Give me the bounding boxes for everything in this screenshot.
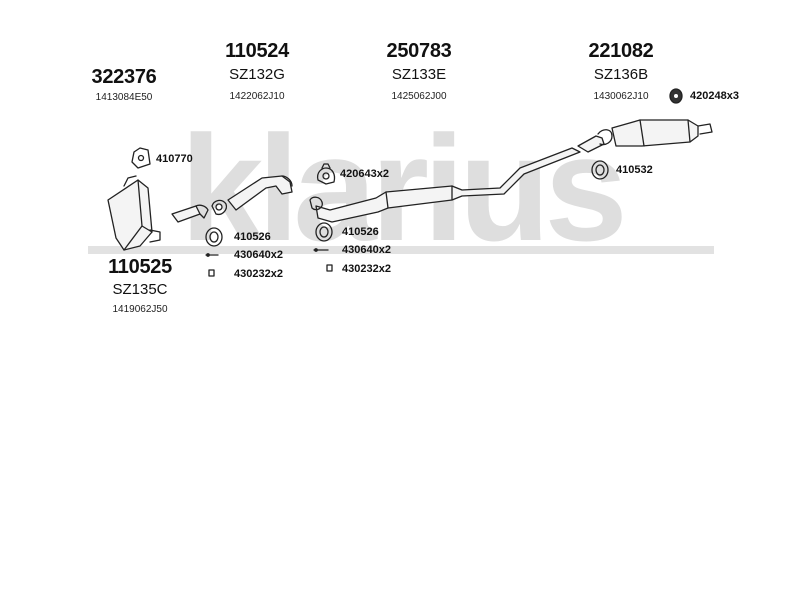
code-SZ132G: SZ132G	[229, 66, 285, 83]
bolt-430640-mid	[313, 248, 329, 252]
rubber-mount-420643	[316, 163, 336, 185]
ring-gasket-410532	[591, 160, 609, 180]
oem-1425062J00: 1425062J00	[391, 91, 447, 102]
code-SZ136B: SZ136B	[593, 66, 649, 83]
part-number-110524: 110524	[225, 40, 289, 62]
ring-gasket-410526-mid	[315, 222, 333, 242]
code-SZ133E: SZ133E	[391, 66, 447, 83]
flange-gasket-left	[211, 199, 228, 216]
fitting-label-420643: 420643x2	[340, 168, 389, 180]
fitting-label-430232-mid: 430232x2	[342, 263, 391, 275]
code-SZ135C: SZ135C	[112, 281, 168, 298]
fitting-label-410526-mid: 410526	[342, 226, 379, 238]
front-pipe	[171, 175, 293, 223]
bolt-430640-left	[205, 253, 219, 257]
oem-1430062J10: 1430062J10	[593, 91, 649, 102]
ring-gasket-410526-left	[205, 227, 223, 247]
rear-silencer	[577, 119, 713, 153]
bracket-410770	[131, 147, 151, 169]
fitting-label-430640-left: 430640x2	[234, 249, 283, 261]
part-number-322376: 322376	[91, 66, 157, 88]
catalytic-converter	[107, 175, 161, 251]
fitting-label-410526-left: 410526	[234, 231, 271, 243]
fitting-label-430640-mid: 430640x2	[342, 244, 391, 256]
middle-silencer-pipe	[309, 147, 581, 223]
nut-430232-mid	[326, 264, 333, 272]
nut-430232-left	[208, 269, 215, 277]
fitting-label-430232-left: 430232x2	[234, 268, 283, 280]
fitting-label-410532: 410532	[616, 164, 653, 176]
hanger-rubber-420248	[669, 88, 683, 104]
fitting-label-420248: 420248x3	[690, 90, 739, 102]
oem-1422062J10: 1422062J10	[229, 91, 285, 102]
oem-1413084E50: 1413084E50	[95, 92, 153, 103]
part-number-110525: 110525	[108, 256, 172, 278]
part-number-250783: 250783	[386, 40, 452, 62]
oem-1419062J50: 1419062J50	[112, 304, 168, 315]
fitting-label-410770: 410770	[156, 153, 193, 165]
part-number-221082: 221082	[588, 40, 654, 62]
